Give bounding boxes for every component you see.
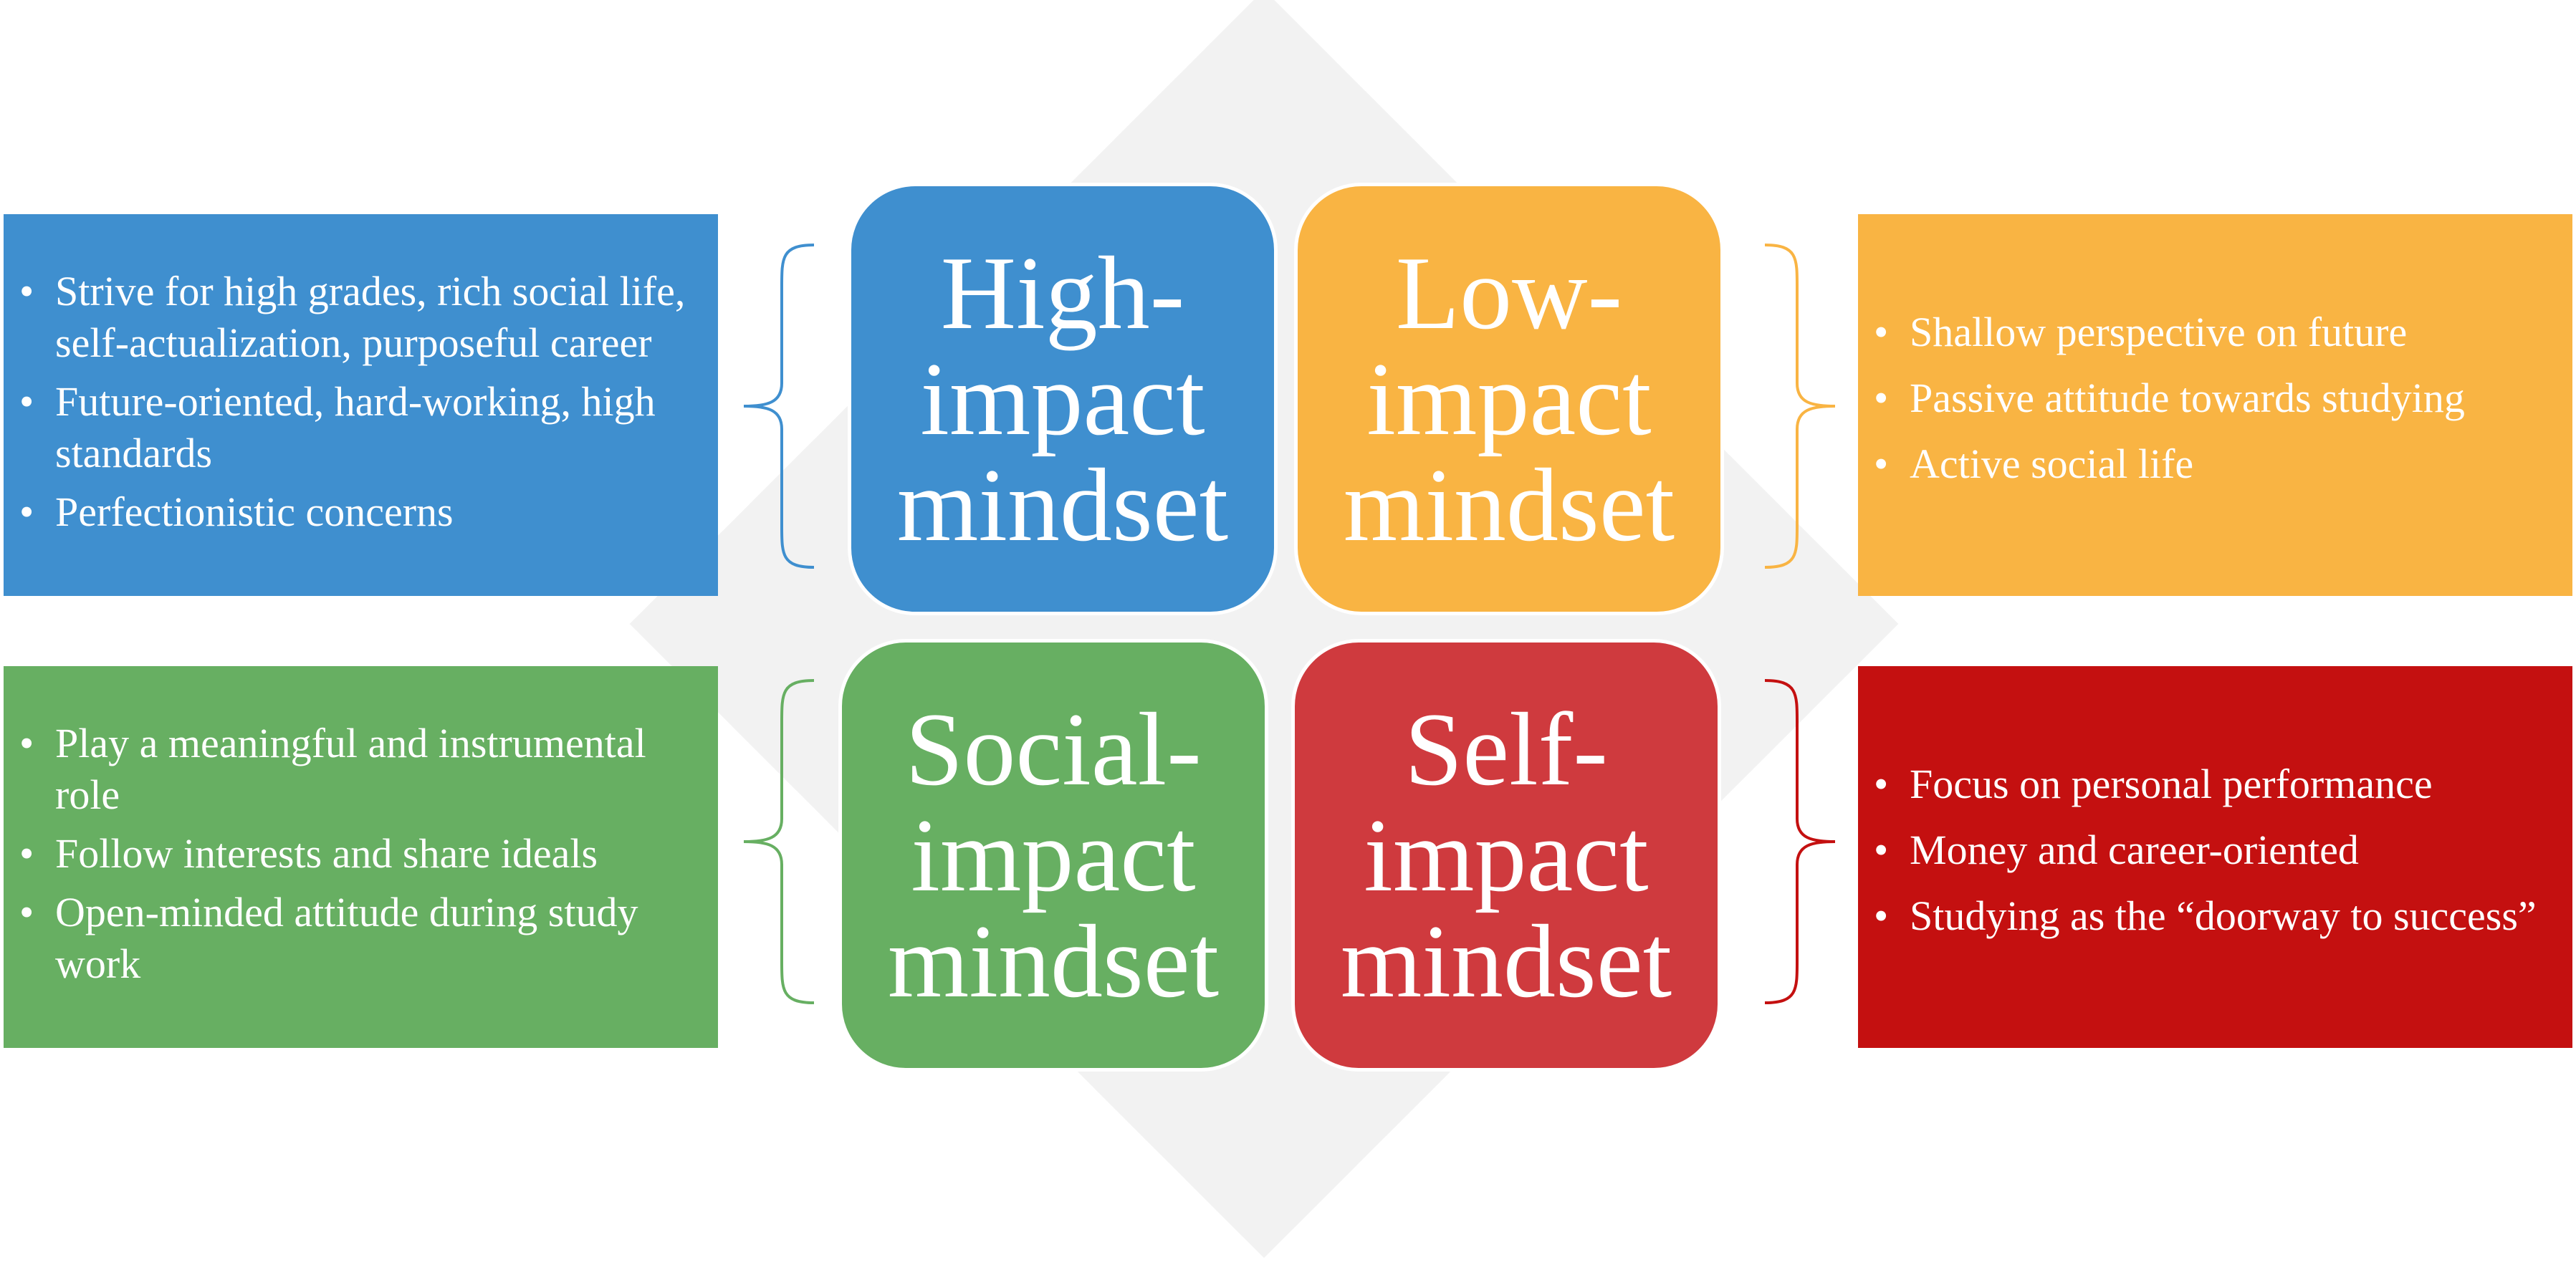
- bullet-item: Focus on personal performance: [1858, 759, 2572, 810]
- high-impact-title-line3: mindset: [896, 447, 1229, 563]
- bullet-item: Shallow perspective on future: [1858, 307, 2572, 358]
- low-impact-title-line1: Low-: [1395, 235, 1623, 351]
- high-impact-description-box: Strive for high grades, rich social life…: [4, 214, 718, 596]
- bullet-item: Open-minded attitude during study work: [4, 887, 704, 990]
- right-brace-low: [1764, 244, 1836, 569]
- high-impact-tile: High- impact mindset: [848, 183, 1278, 615]
- self-impact-title-line3: mindset: [1340, 903, 1672, 1019]
- background-diamond: [629, 0, 1899, 1259]
- low-impact-title-line2: impact: [1366, 341, 1652, 457]
- bullet-item: Studying as the “doorway to success”: [1858, 890, 2572, 942]
- self-impact-bullet-list: Focus on personal performance Money and …: [1858, 759, 2572, 956]
- self-impact-description-box: Focus on personal performance Money and …: [1858, 666, 2572, 1048]
- self-impact-tile: Self- impact mindset: [1291, 639, 1721, 1072]
- right-brace-self: [1764, 679, 1836, 1004]
- low-impact-tile: Low- impact mindset: [1294, 183, 1724, 615]
- social-impact-tile: Social- impact mindset: [838, 639, 1268, 1072]
- low-impact-bullet-list: Shallow perspective on future Passive at…: [1858, 307, 2572, 504]
- social-impact-description-box: Play a meaningful and instrumental role …: [4, 666, 718, 1048]
- social-impact-title-line3: mindset: [887, 903, 1220, 1019]
- bullet-item: Money and career-oriented: [1858, 824, 2572, 876]
- bullet-item: Follow interests and share ideals: [4, 828, 704, 880]
- social-impact-bullet-list: Play a meaningful and instrumental role …: [4, 718, 704, 997]
- bullet-item: Passive attitude towards studying: [1858, 372, 2572, 424]
- low-impact-description-box: Shallow perspective on future Passive at…: [1858, 214, 2572, 596]
- social-impact-title-line1: Social-: [905, 691, 1202, 807]
- high-impact-title-line1: High-: [940, 235, 1185, 351]
- high-impact-title-line2: impact: [920, 341, 1205, 457]
- left-brace-social: [743, 679, 815, 1004]
- high-impact-bullet-list: Strive for high grades, rich social life…: [4, 266, 704, 545]
- left-brace-high: [743, 244, 815, 569]
- self-impact-title-line2: impact: [1364, 797, 1649, 913]
- bullet-item: Future-oriented, hard-working, high stan…: [4, 376, 704, 479]
- bullet-item: Active social life: [1858, 438, 2572, 490]
- low-impact-title-line3: mindset: [1343, 447, 1675, 563]
- self-impact-title-line1: Self-: [1404, 691, 1608, 807]
- social-impact-title-line2: impact: [911, 797, 1196, 913]
- bullet-item: Strive for high grades, rich social life…: [4, 266, 704, 369]
- bullet-item: Play a meaningful and instrumental role: [4, 718, 704, 821]
- bullet-item: Perfectionistic concerns: [4, 486, 704, 538]
